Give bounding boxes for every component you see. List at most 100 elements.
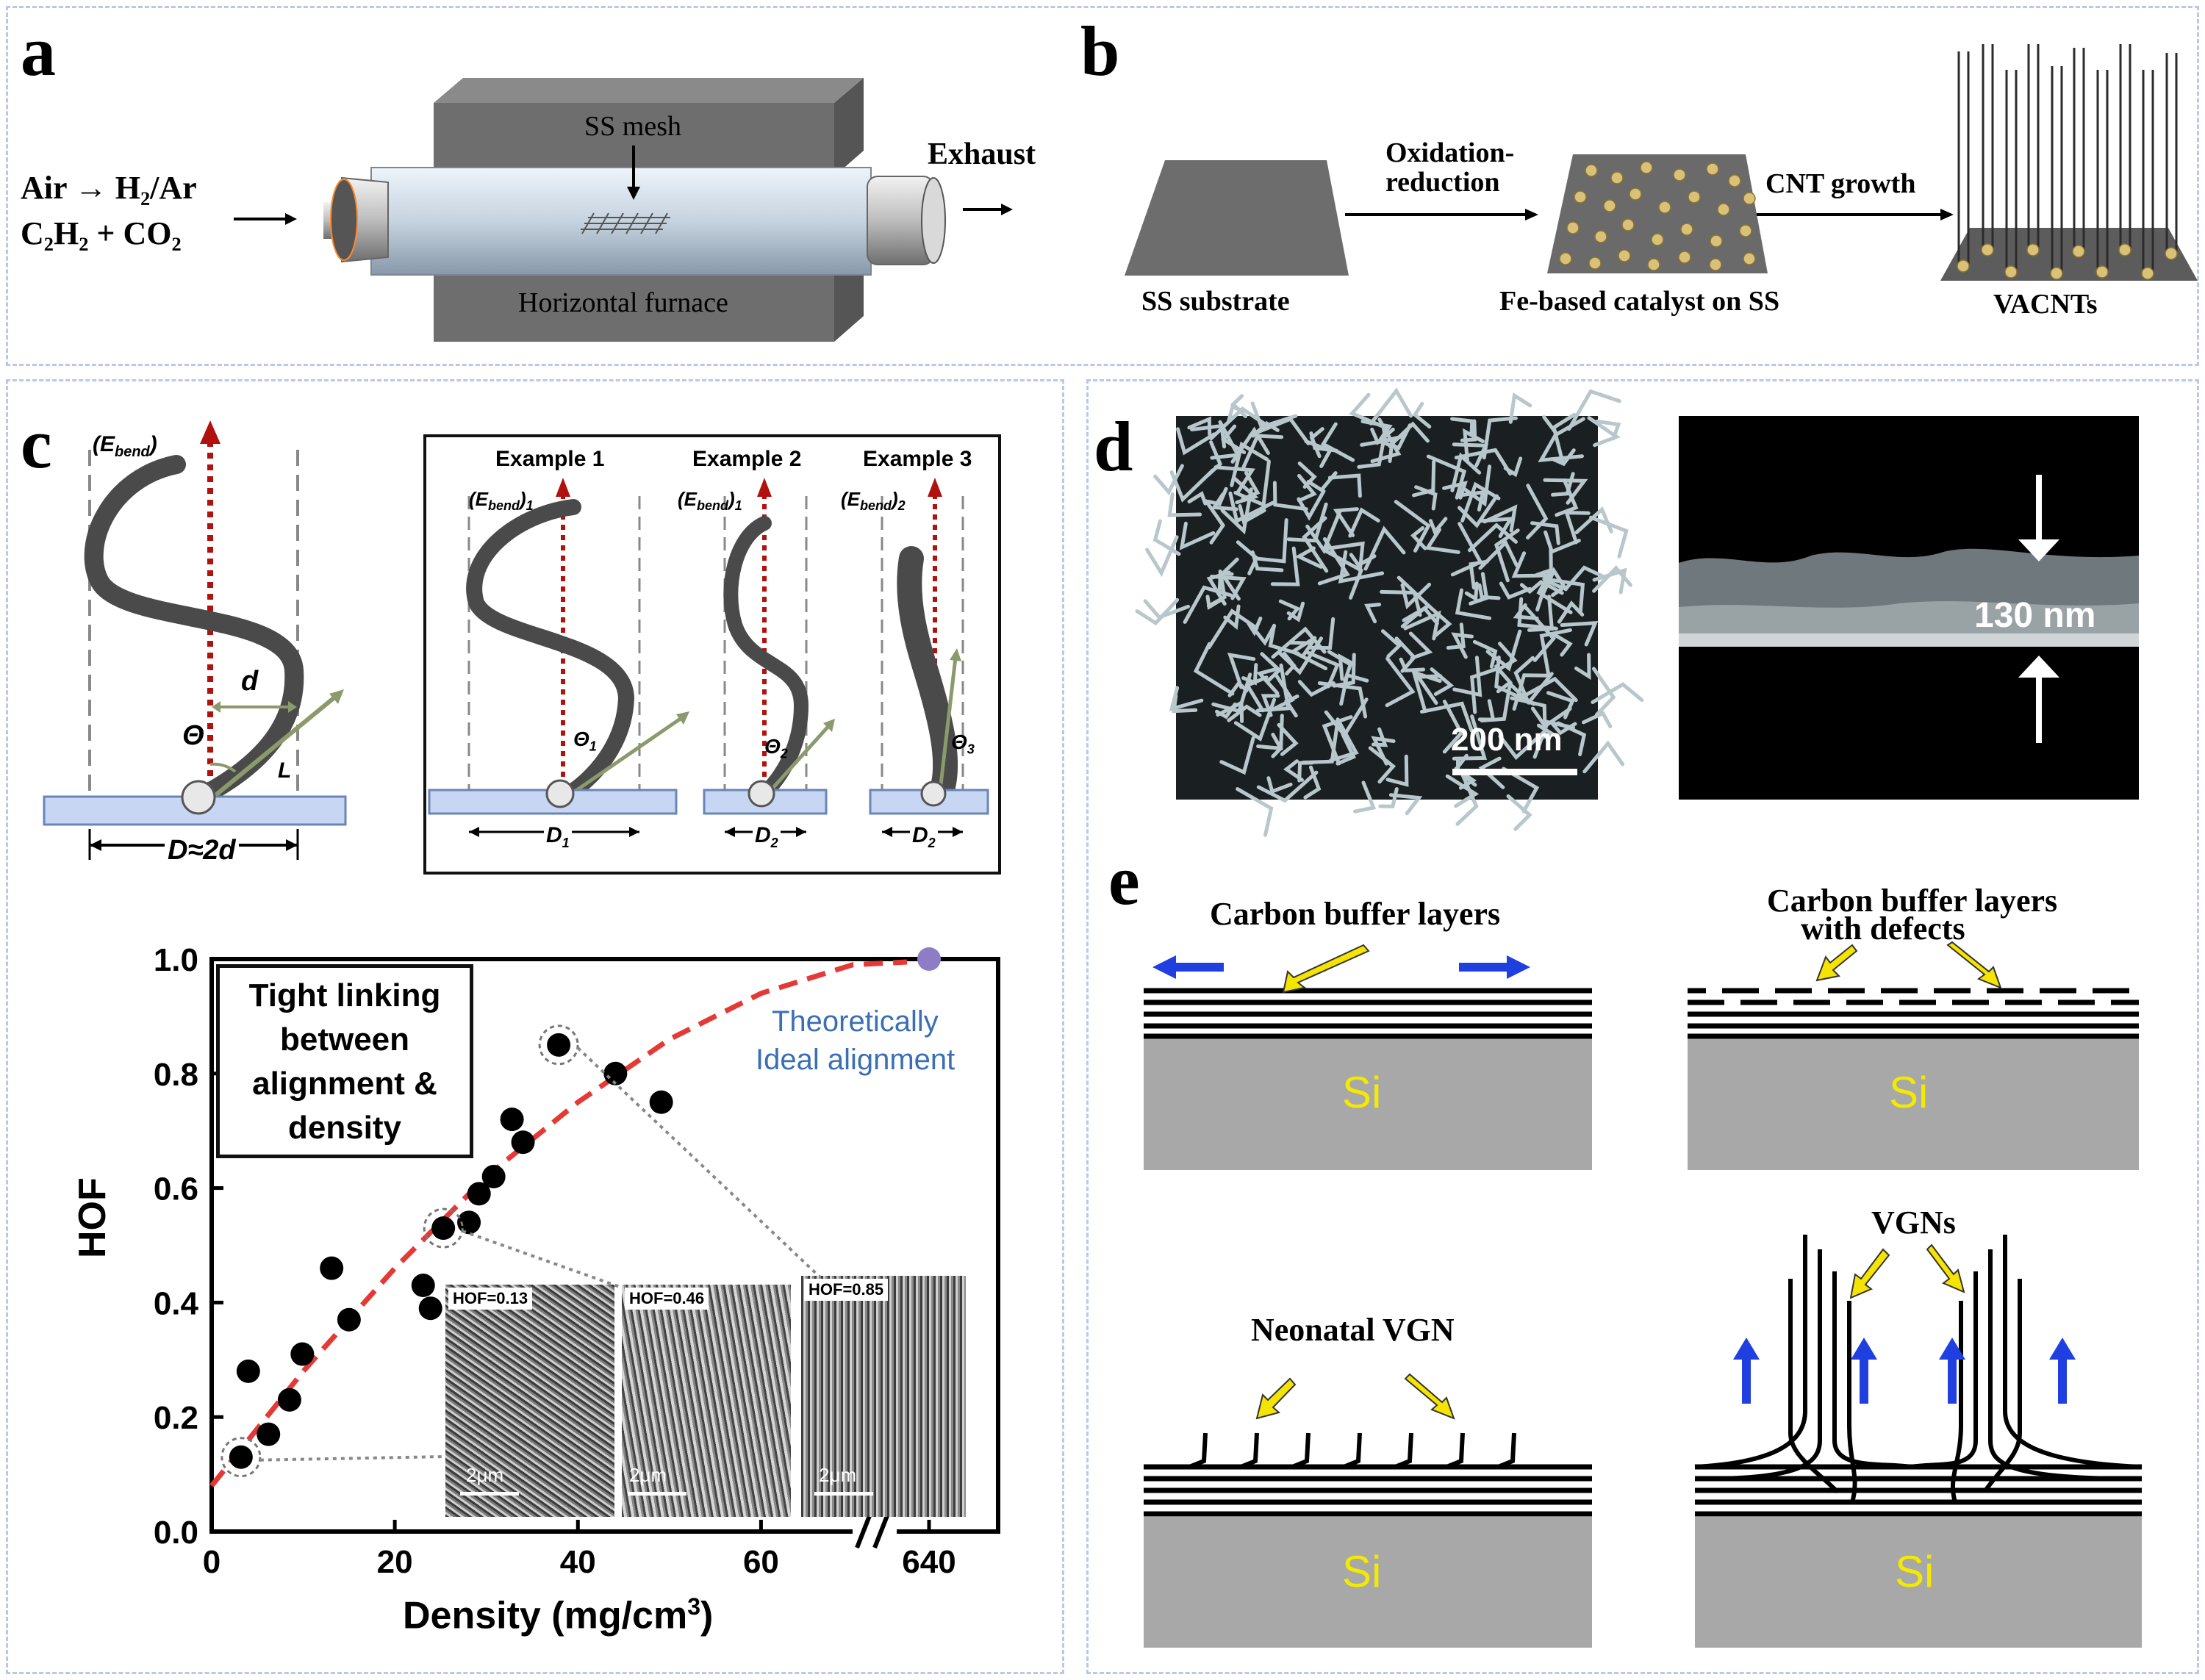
sem-flake [1582,711,1613,728]
sem-flake [1385,656,1416,708]
sem-flake [1464,581,1479,602]
sem-flake [1353,780,1377,814]
inset-2-scalebar [628,1492,686,1496]
sem-flake [1519,580,1544,595]
sem-flake [1223,604,1241,631]
sem-flake [1454,448,1513,475]
sem-flake [1179,521,1216,550]
vacnts-label: VACNTs [1993,289,2098,320]
inset-2-scale: 2μm [629,1464,667,1486]
data-point [481,1165,506,1189]
sem-flake [1328,717,1359,763]
textbox-line-4: density [287,1110,402,1146]
sem-flake [1268,623,1300,656]
example3-theta: Θ3 [951,730,975,758]
inset-3-scale: 2μm [819,1464,857,1486]
sem-flake [1477,583,1501,600]
sem-flake [1538,433,1584,463]
cnt-growth-label: CNT growth [1765,168,1916,199]
sem-flake [1335,732,1356,766]
sem-flake [1420,701,1474,733]
panel-c-frame [6,379,1064,1674]
sem-flake [1236,787,1274,837]
ideal-label-line1: Theoretically [772,1005,939,1038]
sem-flake [1297,489,1326,521]
sem-flake [1508,392,1532,424]
data-point [337,1307,361,1332]
textbox-line-1: Tight linking [248,977,441,1013]
si-label-br: Si [1895,1547,1935,1596]
chart-xlabel-close: ) [700,1594,714,1637]
y-tick-label: 0.6 [154,1171,198,1207]
ex2-theta-idx: 2 [780,746,788,761]
ex2-D: D [755,823,771,847]
sem-flake [1153,464,1184,496]
ex3-theta: Θ [951,730,967,753]
inset-3-label: HOF=0.85 [804,1279,889,1301]
panel-label-b: b [1080,12,1120,90]
sem-flake [1297,473,1317,503]
D-main-label: D≈2d [165,835,239,866]
sem-flake [1452,656,1482,697]
sem-flake [1455,770,1479,826]
bending-schematic [43,420,1001,875]
tl-buffer-label: Carbon buffer layers [1210,896,1501,932]
sem-flake [1227,680,1249,697]
sem-flake [1400,606,1439,628]
ex2-energy-close: ) [728,488,735,510]
sem-flake [1412,401,1432,429]
sem-flake [1304,439,1333,468]
sem-flake [1469,559,1489,590]
ex3-energy-close: ) [892,488,898,510]
sem-flake [1543,478,1588,505]
axis-break-mark [872,1512,890,1549]
sem-flake [1305,650,1340,689]
panel-de-frame [1086,379,2199,1674]
sem-flake [1477,699,1496,722]
sem-flake [1378,787,1399,808]
sem-flake [1388,793,1423,816]
sem-flake [1348,507,1380,538]
sem-flake [1297,462,1317,489]
inset-1-scale: 2μm [466,1464,504,1486]
catalyst-label: Fe-based catalyst on SS [1499,286,1780,317]
sem-flake [1364,603,1382,624]
sem-flake [1297,680,1335,697]
sem-flake [1282,651,1297,676]
ex1-energy-sub: bend [488,498,520,514]
br-vgns-label: VGNs [1871,1205,1956,1241]
sem-flake [1272,481,1308,511]
inset-hof-046: HOF=0.46 2μm [622,1285,791,1517]
x-tick-label: 20 [377,1544,413,1580]
sem-flake [1424,528,1460,554]
sem-flake [1360,419,1393,445]
sem-flake [1253,518,1288,564]
example3-D: D2 [910,823,938,851]
sem-flake [1455,489,1485,511]
sem-flake [1216,700,1244,723]
highlight-ring [538,1024,579,1066]
ex1-theta-idx: 1 [589,739,597,754]
ideal-label-line2: Ideal alignment [756,1044,956,1076]
sem-flake [1230,441,1269,487]
sem-flake [1301,719,1340,764]
sem-flake [1478,539,1519,570]
ebend-main-label: (Ebend) [93,432,157,461]
sem-flake [1227,704,1262,722]
inset-hof-013: HOF=0.13 2μm [445,1285,614,1517]
sem-scale-label: 200 nm [1451,722,1563,758]
ex2-energy-sub: bend [697,498,728,514]
sem-flake [1427,603,1452,639]
inset-1-scalebar [460,1492,519,1496]
sem-flake [1468,523,1518,553]
ex2-D-idx: 2 [770,836,778,850]
sem-flake [1371,736,1396,766]
sem-flake [1460,481,1501,523]
ex1-D: D [546,823,562,847]
y-tick-label: 0.2 [154,1400,198,1436]
sem-flake [1430,667,1455,696]
sem-flake [1537,723,1556,740]
sem-flake [1410,526,1427,550]
sem-flake [1469,572,1489,606]
sem-flake [1357,434,1387,469]
